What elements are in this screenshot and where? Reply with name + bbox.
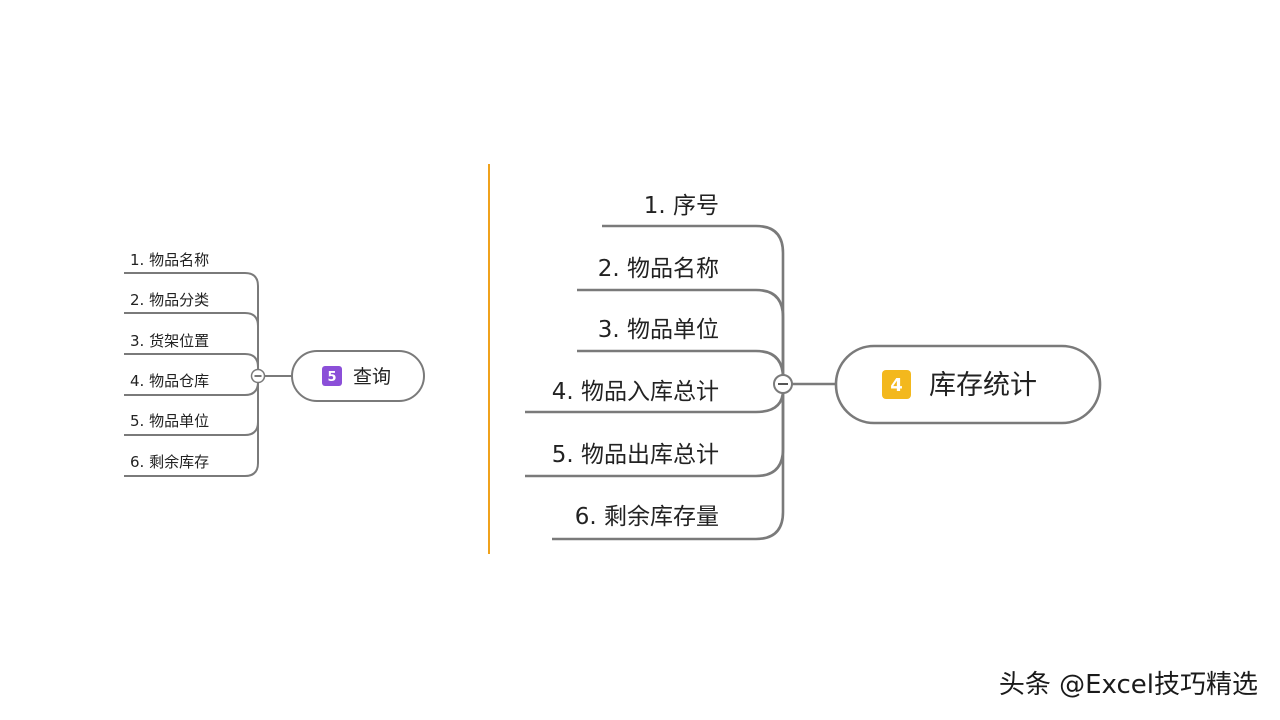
left-root-badge xyxy=(322,366,342,386)
right-branch-label-5[interactable]: 5. 物品出库总计 xyxy=(552,442,719,468)
watermark-text: 头条 @Excel技巧精选 xyxy=(998,670,1258,700)
left-collapse-toggle[interactable] xyxy=(250,368,266,384)
right-branch-label-4[interactable]: 4. 物品入库总计 xyxy=(552,379,719,405)
right-branch-label-6[interactable]: 6. 剩余库存量 xyxy=(575,504,719,530)
left-branch-line-1 xyxy=(124,272,259,376)
left-branch-label-6[interactable]: 6. 剩余库存 xyxy=(130,453,209,471)
left-branch-line-6 xyxy=(124,376,259,477)
left-branch-label-3[interactable]: 3. 货架位置 xyxy=(130,332,209,350)
left-root-box[interactable] xyxy=(291,350,425,402)
right-branch-line-1 xyxy=(602,224,785,384)
right-branch-label-2[interactable]: 2. 物品名称 xyxy=(598,256,719,282)
left-root-node[interactable]: 5 查询 xyxy=(291,350,425,402)
left-branch-line-3 xyxy=(124,353,259,376)
right-root-badge-number: 4 xyxy=(890,375,903,396)
left-branch-line-2 xyxy=(124,312,259,376)
left-root-badge-number: 5 xyxy=(327,370,336,385)
left-branch-lines xyxy=(124,272,292,477)
left-branch-label-1[interactable]: 1. 物品名称 xyxy=(130,251,209,269)
right-collapse-toggle[interactable] xyxy=(773,374,793,394)
left-branch-label-4[interactable]: 4. 物品仓库 xyxy=(130,372,209,390)
right-branch-line-6 xyxy=(552,384,785,541)
right-branch-label-1[interactable]: 1. 序号 xyxy=(644,193,719,219)
right-mindmap: 1. 序号 2. 物品名称 3. 物品单位 4. 物品入库总计 5. 物品出库总… xyxy=(525,193,1102,541)
right-root-badge xyxy=(882,370,911,399)
right-branch-line-2 xyxy=(577,288,785,384)
left-branch-label-5[interactable]: 5. 物品单位 xyxy=(130,412,209,430)
right-root-box[interactable] xyxy=(834,344,1102,425)
right-root-label: 库存统计 xyxy=(929,370,1037,401)
left-root-label: 查询 xyxy=(353,366,391,388)
right-root-node[interactable]: 4 库存统计 xyxy=(834,344,1102,425)
left-mindmap: 1. 物品名称 2. 物品分类 3. 货架位置 4. 物品仓库 5. 物品单位 … xyxy=(124,251,425,477)
right-branch-label-3[interactable]: 3. 物品单位 xyxy=(598,317,719,343)
left-branch-label-2[interactable]: 2. 物品分类 xyxy=(130,291,209,309)
